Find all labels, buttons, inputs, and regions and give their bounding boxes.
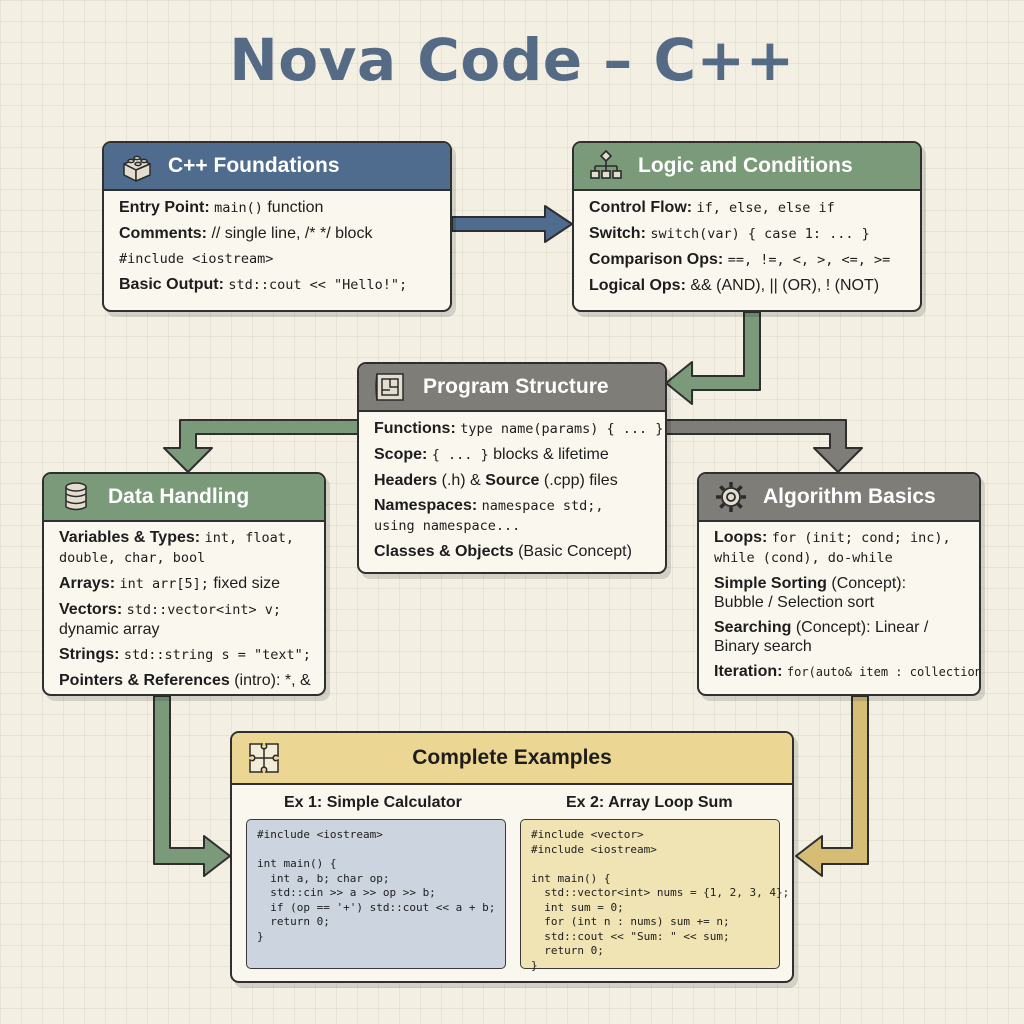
arrow-logic-to-structure bbox=[665, 311, 761, 405]
card-data-handling: Data Handling Variables & Types: int, fl… bbox=[42, 472, 326, 696]
card-title: C++ Foundations bbox=[168, 154, 340, 177]
algo-searching: Searching (Concept): Linear / bbox=[714, 619, 929, 636]
data-arrays: Arrays: int arr[5]; fixed size bbox=[59, 575, 281, 592]
flowchart-icon bbox=[586, 146, 626, 186]
arrow-data-to-examples bbox=[153, 695, 231, 877]
gear-icon bbox=[711, 477, 751, 517]
algo-searching-desc: Binary search bbox=[714, 638, 812, 655]
foundations-entry-point: Entry Point: main() function bbox=[119, 199, 324, 216]
database-icon bbox=[56, 477, 96, 517]
logic-control-flow: Control Flow: if, else, else if bbox=[589, 199, 835, 216]
card-complete-examples: Complete Examples Ex 1: Simple Calculato… bbox=[230, 731, 794, 983]
algo-loops: Loops: for (init; cond; inc), bbox=[714, 529, 951, 546]
arrow-structure-to-algorithms bbox=[665, 419, 863, 473]
logic-logical-ops: Logical Ops: && (AND), || (OR), ! (NOT) bbox=[589, 277, 880, 294]
lego-brick-icon bbox=[116, 146, 156, 186]
foundations-basic-output: Basic Output: std::cout << "Hello!"; bbox=[119, 276, 408, 293]
structure-headers-source: Headers (.h) & Source (.cpp) files bbox=[374, 472, 618, 489]
algo-sorting-desc: Bubble / Selection sort bbox=[714, 594, 875, 611]
card-title: Complete Examples bbox=[412, 746, 612, 769]
data-strings: Strings: std::string s = "text"; bbox=[59, 646, 311, 663]
card-header: Program Structure bbox=[359, 364, 665, 412]
arrow-foundations-to-logic bbox=[451, 205, 573, 243]
page-title: Nova Code – C++ bbox=[229, 26, 795, 94]
card-title: Program Structure bbox=[423, 375, 609, 398]
card-header: Complete Examples bbox=[232, 733, 792, 785]
structure-functions: Functions: type name(params) { ... } bbox=[374, 420, 664, 437]
logic-switch: Switch: switch(var) { case 1: ... } bbox=[589, 225, 870, 242]
data-variables-types-cont: double, char, bool bbox=[59, 550, 206, 566]
structure-classes: Classes & Objects (Basic Concept) bbox=[374, 543, 632, 560]
logic-comparison-ops: Comparison Ops: ==, !=, <, >, <=, >= bbox=[589, 251, 891, 268]
algo-loops-cont: while (cond), do-while bbox=[714, 550, 893, 566]
card-title: Algorithm Basics bbox=[763, 485, 936, 508]
structure-namespaces-using: using namespace... bbox=[374, 518, 521, 534]
card-title: Data Handling bbox=[108, 485, 250, 508]
data-variables-types: Variables & Types: int, float, bbox=[59, 529, 294, 546]
card-header: Logic and Conditions bbox=[574, 143, 920, 191]
example-1-title: Ex 1: Simple Calculator bbox=[284, 794, 462, 811]
card-title: Logic and Conditions bbox=[638, 154, 853, 177]
example-2-code: #include <vector> #include <iostream> in… bbox=[520, 819, 789, 972]
structure-namespaces: Namespaces: namespace std;, bbox=[374, 497, 604, 514]
foundations-include: #include <iostream> bbox=[119, 251, 274, 267]
foundations-comments: Comments: // single line, /* */ block bbox=[119, 225, 373, 242]
algo-sorting: Simple Sorting (Concept): bbox=[714, 575, 907, 592]
card-header: Data Handling bbox=[44, 474, 324, 522]
example-2-title: Ex 2: Array Loop Sum bbox=[566, 794, 733, 811]
data-vectors: Vectors: std::vector<int> v; bbox=[59, 601, 282, 618]
card-cpp-foundations: C++ Foundations Entry Point: main() func… bbox=[102, 141, 452, 312]
data-vectors-desc: dynamic array bbox=[59, 621, 160, 638]
card-header: C++ Foundations bbox=[104, 143, 450, 191]
card-program-structure: Program Structure Functions: type name(p… bbox=[357, 362, 667, 574]
card-header: Algorithm Basics bbox=[699, 474, 979, 522]
card-logic-conditions: Logic and Conditions Control Flow: if, e… bbox=[572, 141, 922, 312]
puzzle-icon bbox=[244, 738, 284, 778]
blueprint-icon bbox=[371, 367, 411, 407]
structure-scope: Scope: { ... } blocks & lifetime bbox=[374, 446, 609, 463]
data-pointers-references: Pointers & References (intro): *, & bbox=[59, 672, 311, 689]
arrow-algorithms-to-examples bbox=[795, 695, 869, 877]
algo-iteration: Iteration: for(auto& item : collection) bbox=[714, 663, 981, 680]
arrow-structure-to-data bbox=[163, 419, 359, 473]
card-algorithm-basics: Algorithm Basics Loops: for (init; cond;… bbox=[697, 472, 981, 696]
example-1-code: #include <iostream> int main() { int a, … bbox=[246, 819, 506, 969]
